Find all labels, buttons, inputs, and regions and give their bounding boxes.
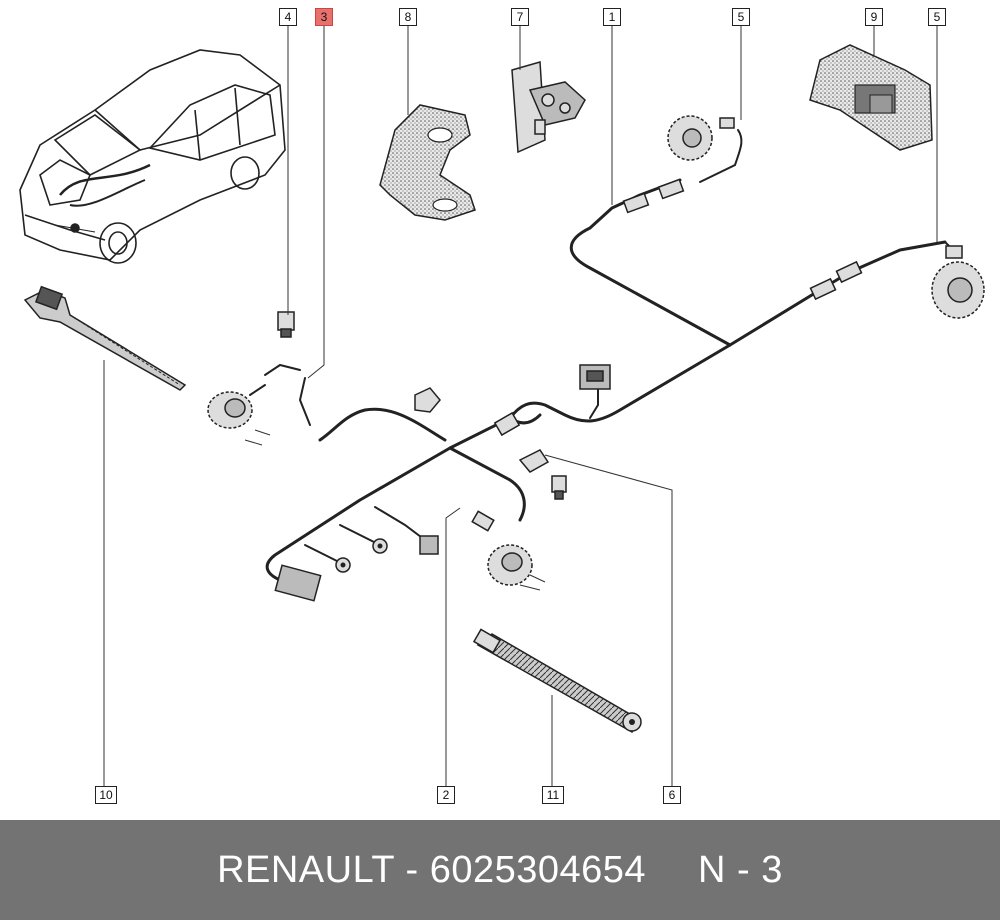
vehicle-illustration (19, 49, 286, 264)
callout-5-right: 5 (928, 8, 946, 26)
callout-4: 4 (279, 8, 297, 26)
sensor-front-right (471, 475, 567, 591)
part-7-module (511, 61, 586, 154)
part-11-ground-strap (472, 628, 642, 733)
footer-part-number: RENAULT - 6025304654 (217, 848, 647, 891)
part-8-bracket (379, 104, 476, 221)
callout-9: 9 (865, 8, 883, 26)
callout-2: 2 (437, 786, 455, 804)
callout-10: 10 (95, 786, 117, 804)
callout-8: 8 (399, 8, 417, 26)
callout-6: 6 (663, 786, 681, 804)
callout-11: 11 (542, 786, 564, 804)
callout-3-highlighted: 3 (315, 8, 333, 26)
callout-1: 1 (603, 8, 621, 26)
footer-reference: N - 3 (698, 848, 783, 891)
wheel-rear-left (667, 115, 735, 161)
part-10-cable-tie (23, 285, 187, 391)
harness-connectors (274, 178, 863, 602)
harness-diagram (19, 25, 985, 786)
callout-7: 7 (511, 8, 529, 26)
main-harness (264, 129, 956, 584)
footer-bar: RENAULT - 6025304654 N - 3 (0, 820, 1000, 920)
part-9-ecu (809, 44, 933, 151)
wheel-rear-right (931, 245, 985, 319)
sensor-front-left (207, 311, 295, 446)
leader-lines (103, 25, 938, 786)
callout-5-left: 5 (732, 8, 750, 26)
